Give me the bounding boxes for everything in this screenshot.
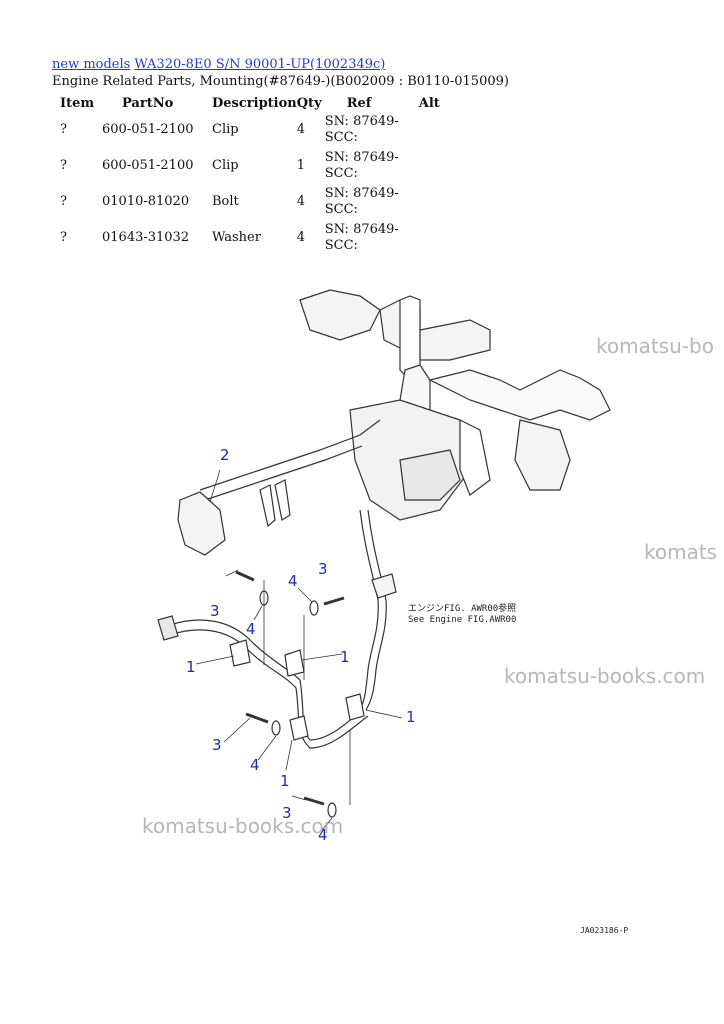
callout-3: 3: [318, 560, 328, 578]
ref-cell: SN: 87649- SCC:: [324, 222, 399, 253]
callout-labels: 1 1 1 1 2 3 3 3 3 4 4 4 4: [186, 446, 416, 844]
description-cell: Bolt: [212, 194, 239, 209]
alt-cell: [419, 114, 449, 150]
ref-cell: SN: 87649- SCC:: [324, 150, 399, 181]
item-cell: ?: [60, 122, 67, 137]
partno-cell: 01010-81020: [102, 194, 190, 209]
item-cell: ?: [60, 194, 67, 209]
table-row: ? 600-051-2100 Clip 4 SN: 87649- SCC:: [52, 114, 449, 150]
note-english: See Engine FIG.AWR00: [408, 615, 517, 625]
callout-3: 3: [212, 736, 222, 754]
qty-cell: 4: [296, 194, 306, 209]
callout-4: 4: [250, 756, 260, 774]
callout-1: 1: [186, 658, 196, 676]
figure-code: JA023186-P: [580, 926, 629, 935]
callout-2: 2: [220, 446, 230, 464]
parts-diagram: 1 1 1 1 2 3 3 3 3 4 4 4 4: [157, 289, 611, 844]
qty-cell: 1: [296, 158, 306, 173]
col-description-header: Description: [212, 95, 297, 111]
alt-cell: [419, 222, 449, 258]
col-partno-header: PartNo: [122, 95, 174, 111]
item-cell: ?: [60, 158, 67, 173]
breadcrumb: new models WA320-8E0 S/N 90001-UP(100234…: [52, 56, 509, 73]
table-row: ? 01643-31032 Washer 4 SN: 87649- SCC:: [52, 222, 449, 258]
callout-1: 1: [406, 708, 416, 726]
alt-cell: [419, 186, 449, 222]
callout-4: 4: [318, 826, 328, 844]
qty-cell: 4: [296, 122, 306, 137]
partno-cell: 600-051-2100: [102, 122, 194, 137]
watermark-2: komats: [644, 540, 718, 564]
table-header-row: Item PartNo Description Qty Ref Alt: [52, 92, 449, 114]
alt-cell: [419, 150, 449, 186]
page-subtitle: Engine Related Parts, Mounting(#87649-)(…: [52, 74, 509, 89]
reference-note: エンジンFIG. AWR00参照 See Engine FIG.AWR00: [408, 604, 516, 626]
callout-1: 1: [280, 772, 290, 790]
watermark-4: komatsu-books.com: [142, 814, 344, 838]
callout-1: 1: [340, 648, 350, 666]
ref-cell: SN: 87649- SCC:: [324, 114, 399, 145]
note-japanese: エンジンFIG. AWR00参照: [408, 604, 517, 614]
callout-3: 3: [282, 804, 292, 822]
description-cell: Clip: [212, 158, 239, 173]
parts-table: Item PartNo Description Qty Ref Alt ? 600…: [52, 92, 449, 258]
callout-3: 3: [210, 602, 220, 620]
callout-4: 4: [246, 620, 256, 638]
watermark-3: komatsu-books.com: [504, 664, 706, 688]
ref-cell: SN: 87649- SCC:: [324, 186, 399, 217]
partno-cell: 01643-31032: [102, 230, 190, 245]
qty-cell: 4: [296, 230, 306, 245]
description-cell: Washer: [212, 230, 261, 245]
col-qty-header: Qty: [296, 95, 322, 111]
new-models-link[interactable]: new models: [52, 57, 131, 72]
table-row: ? 01010-81020 Bolt 4 SN: 87649- SCC:: [52, 186, 449, 222]
watermark-1: komatsu-bo: [596, 334, 714, 358]
partno-cell: 600-051-2100: [102, 158, 194, 173]
page-header: new models WA320-8E0 S/N 90001-UP(100234…: [52, 56, 509, 90]
callout-4: 4: [288, 572, 298, 590]
description-cell: Clip: [212, 122, 239, 137]
col-item-header: Item: [60, 95, 95, 111]
col-alt-header: Alt: [418, 95, 440, 111]
col-ref-header: Ref: [346, 95, 372, 111]
model-link[interactable]: WA320-8E0 S/N 90001-UP(1002349c): [134, 57, 386, 72]
table-row: ? 600-051-2100 Clip 1 SN: 87649- SCC:: [52, 150, 449, 186]
item-cell: ?: [60, 230, 67, 245]
